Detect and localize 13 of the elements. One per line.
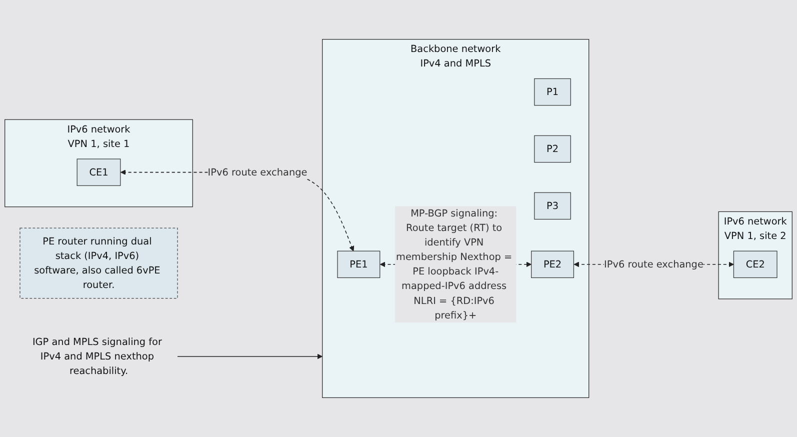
edge-label: IPv6 route exchange <box>208 166 308 178</box>
edge-label: MP-BGP signaling: Route target (RT) to identify VPN membership Nexthop = PE loopback IPv4-mapped-IPv6 address NLRI = {RD:IPv6 prefix}+ <box>396 207 512 321</box>
node-box: PE2 <box>531 250 574 278</box>
node-box: P1 <box>534 78 571 106</box>
node-box: CE2 <box>733 250 778 278</box>
node-box: PE router running dual stack (IPv4, IPv6) software, also called 6vPE router. <box>20 228 178 299</box>
node-box: CE1 <box>76 158 121 186</box>
node-text: IGP and MPLS signaling for IPv4 and MPLS nexthop reachability. <box>32 336 162 376</box>
edge-label: IPv6 route exchange <box>604 258 704 270</box>
node-box: PE1 <box>337 250 380 278</box>
arrow <box>177 354 323 360</box>
node-box: P3 <box>534 192 571 220</box>
node-box: P2 <box>534 135 571 163</box>
